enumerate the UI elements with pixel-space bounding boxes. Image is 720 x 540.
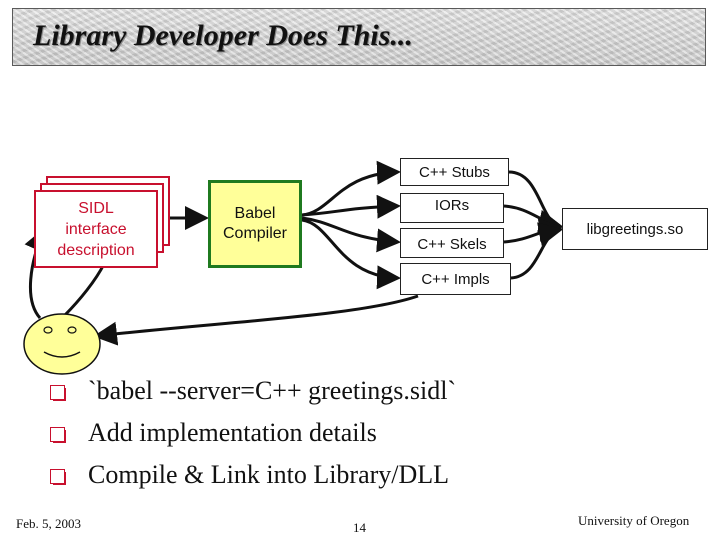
babel-label-line1: Babel — [234, 205, 276, 222]
cpp-impls-label: C++ Impls — [421, 270, 490, 288]
babel-compiler-box: Babel Compiler — [208, 180, 302, 268]
bullet-text: Compile & Link into Library/DLL — [88, 460, 450, 489]
iors-box: IORs — [400, 193, 504, 223]
footer-date: Feb. 5, 2003 — [16, 516, 81, 531]
title-bar: Library Developer Does This... — [12, 8, 706, 66]
sidl-label-line1: SIDL — [78, 199, 114, 217]
libgreetings-label: libgreetings.so — [586, 220, 684, 238]
bullet-square-icon — [50, 427, 66, 443]
cpp-skels-label: C++ Skels — [417, 236, 487, 253]
slide-title: Library Developer Does This... — [33, 19, 413, 52]
arrow-stubs-to-lib — [508, 170, 563, 234]
arrow-babel-to-stubs — [301, 160, 401, 217]
bullet-square-icon — [50, 385, 66, 401]
smiley-face-icon — [23, 313, 101, 375]
arrow-babel-to-skels — [301, 216, 401, 253]
cpp-impls-box: C++ Impls — [400, 263, 511, 295]
arrow-babel-to-iors — [301, 194, 401, 219]
footer-organization: University of Oregon — [578, 513, 690, 528]
arrow-iors-to-lib — [503, 204, 563, 234]
footer-page-number: 14 — [353, 520, 366, 535]
sidl-label-line2: interface — [65, 220, 127, 238]
cpp-stubs-label: C++ Stubs — [419, 163, 490, 181]
arrow-impls-to-smiley — [93, 294, 419, 346]
arrow-sidl-down-to-smiley — [62, 263, 106, 318]
bullet-text: `babel --server=C++ greetings.sidl` — [88, 376, 457, 405]
babel-label-line2: Compiler — [222, 225, 287, 242]
sidl-label-line3: description — [57, 241, 135, 259]
arrow-impls-to-lib — [510, 222, 563, 280]
arrow-babel-to-impls — [301, 218, 401, 290]
libgreetings-box: libgreetings.so — [562, 208, 708, 250]
bullet-text: Add implementation details — [88, 418, 377, 447]
cpp-skels-box: C++ Skels — [400, 228, 504, 258]
bullet-square-icon — [50, 469, 66, 485]
cpp-stubs-box: C++ Stubs — [400, 158, 509, 186]
sidl-interface-description: SIDL interface description — [34, 190, 158, 268]
iors-label: IORs — [434, 197, 470, 214]
